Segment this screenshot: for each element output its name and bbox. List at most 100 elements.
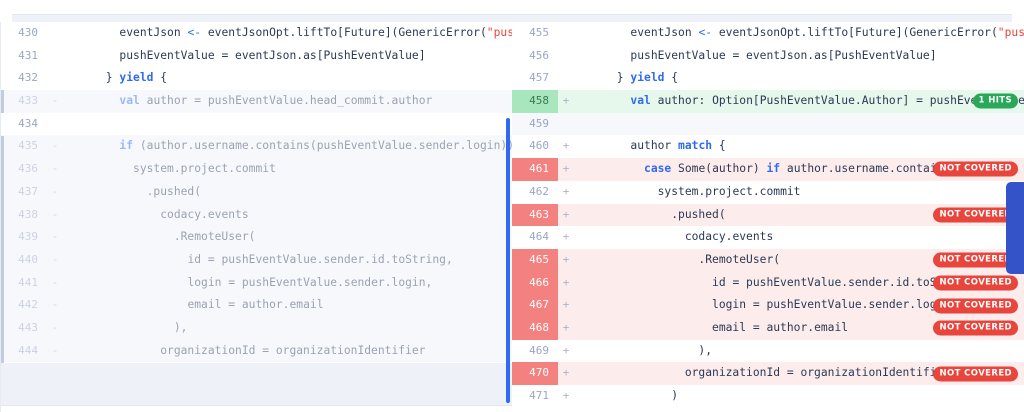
diff-row[interactable]: 461+ case Some(author) if author.usernam… [512,158,1024,181]
line-number: 471 [529,389,549,402]
line-number: 441 [18,275,38,289]
line-number: 432 [18,71,38,85]
line-number: 466 [512,271,558,295]
code-line: email = author.email [187,298,324,312]
line-number: 472 [512,408,558,412]
diff-row[interactable]: 467+ login = pushEventValue.sender.login… [512,294,1024,317]
diff-row[interactable]: 442- email = author.email [1,294,512,317]
diff-marker: + [562,389,570,402]
diff-row[interactable]: 441- login = pushEventValue.sender.login… [1,271,512,295]
diff-marker: - [51,230,59,244]
code-line: system.project.commit [657,184,801,198]
diff-row[interactable]: 455 eventJson <- eventJsonOpt.liftTo[Fut… [512,22,1024,45]
diff-row[interactable]: 434 [1,112,512,136]
diff-row[interactable]: 436- system.project.commit [1,158,512,181]
diff-marker: - [51,252,59,266]
code-line: } yield { [65,71,168,85]
diff-row[interactable]: 433- val author = pushEventValue.head_co… [1,90,512,113]
diff-marker: - [51,139,59,153]
diff-row[interactable]: 444- organizationId = organizationIdenti… [1,339,512,363]
code-line: id = pushEventValue.sender.id.toString, [187,252,453,266]
diff-row[interactable]: 456 pushEventValue = eventJson.as[PushEv… [512,44,1024,68]
diff-pane-modified[interactable]: 455 eventJson <- eventJsonOpt.liftTo[Fut… [512,22,1024,412]
line-number: 442 [18,298,38,312]
line-number: 431 [18,48,38,62]
horizontal-scroll-thumb-left-pane[interactable] [506,118,510,403]
diff-row[interactable]: 465+ .RemoteUser(NOT COVERED [512,248,1024,272]
line-number: 433 [18,94,38,108]
diff-marker: - [51,207,59,221]
diff-marker: - [51,320,59,334]
line-number: 434 [18,116,38,130]
line-number: 436 [18,162,38,176]
code-line: pushEventValue = eventJson.as[PushEventV… [630,48,937,62]
code-line: .publish [574,408,1024,412]
line-number: 437 [18,184,38,198]
code-line: pushEventValue = eventJson.as[PushEventV… [119,48,426,62]
line-number: 438 [18,207,38,221]
diff-marker: + [562,184,570,198]
line-number: 461 [512,158,558,181]
line-number: 458 [512,90,558,113]
diff-row[interactable]: 439- .RemoteUser( [1,226,512,249]
diff-marker: + [562,320,570,334]
code-line: system.project.commit [133,162,276,176]
diff-marker: - [51,184,59,198]
diff-row[interactable]: 468 + email = author.email NOT COVERED [512,316,1024,340]
diff-panes: 430 eventJson <- eventJsonOpt.liftTo[Fut… [0,22,1024,412]
code-line: val author = pushEventValue.head_commit.… [119,94,433,108]
diff-row[interactable]: 466+ id = pushEventValue.sender.id.toStr… [512,271,1024,295]
diff-row[interactable]: 470+ organizationId = organizationIdenti… [512,362,1024,386]
diff-row[interactable]: 459 [512,112,1024,136]
line-number: 468 [512,316,558,340]
diff-row[interactable]: 463+ .pushed(NOT COVERED [512,203,1024,227]
diff-marker: - [51,275,59,289]
coverage-not-covered-badge: NOT COVERED [933,275,1018,291]
code-line: .pushed( [576,207,726,221]
coverage-tooltip [1006,182,1024,274]
diff-row[interactable]: 443- ), [1,316,512,340]
diff-row[interactable]: 458+ val author: Option[PushEventValue.A… [512,90,1024,113]
diff-row[interactable]: 460+ author match { [512,135,1024,159]
diff-marker: + [562,139,570,153]
diff-row[interactable]: 469+ ), [512,339,1024,363]
coverage-not-covered-badge: NOT COVERED [933,161,1018,177]
diff-row[interactable]: 462 + system.project.commit [512,180,1024,204]
line-number: 469 [529,343,549,357]
line-number: 462 [529,184,549,198]
diff-row[interactable]: 437- .pushed( [1,180,512,204]
diff-row[interactable]: 435- if (author.username.contains(pushEv… [1,135,512,159]
code-line: author match { [630,139,726,153]
diff-row[interactable]: 472+ .publish [512,407,1024,412]
diff-marker: + [562,94,570,108]
diff-marker: + [562,230,570,244]
diff-marker: + [558,408,574,412]
line-number: 440 [18,252,38,266]
coverage-not-covered-badge: NOT COVERED [933,366,1018,382]
change-indicator-bar [1,135,4,363]
line-number: 464 [529,230,549,244]
diff-pane-original[interactable]: 430 eventJson <- eventJsonOpt.liftTo[Fut… [0,22,512,412]
coverage-not-covered-badge: NOT COVERED [933,320,1018,336]
diff-row[interactable]: 430 eventJson <- eventJsonOpt.liftTo[Fut… [1,22,512,45]
diff-marker: + [562,252,570,266]
diff-marker: + [562,343,570,357]
code-line: codacy.events [684,230,774,244]
code-line: .pushed( [65,184,202,198]
line-number: 443 [18,320,38,334]
diff-row[interactable]: 440- id = pushEventValue.sender.id.toStr… [1,248,512,272]
coverage-hits-badge: 1 HITS [972,93,1018,109]
line-number: 459 [529,116,549,130]
diff-row[interactable]: 432 } yield { [1,67,512,91]
diff-row[interactable]: 457 } yield { [512,67,1024,91]
diff-row[interactable]: 471+ ) [512,385,1024,408]
diff-row[interactable]: 438- codacy.events [1,203,512,227]
code-line: email = author.email [712,320,849,334]
coverage-not-covered-badge: NOT COVERED [933,207,1018,223]
line-number: 435 [18,139,38,153]
diff-row[interactable]: 464 + codacy.events [512,226,1024,249]
coverage-not-covered-badge: NOT COVERED [933,252,1018,268]
diff-marker: + [562,366,570,380]
diff-row[interactable]: 431 pushEventValue = eventJson.as[PushEv… [1,44,512,68]
